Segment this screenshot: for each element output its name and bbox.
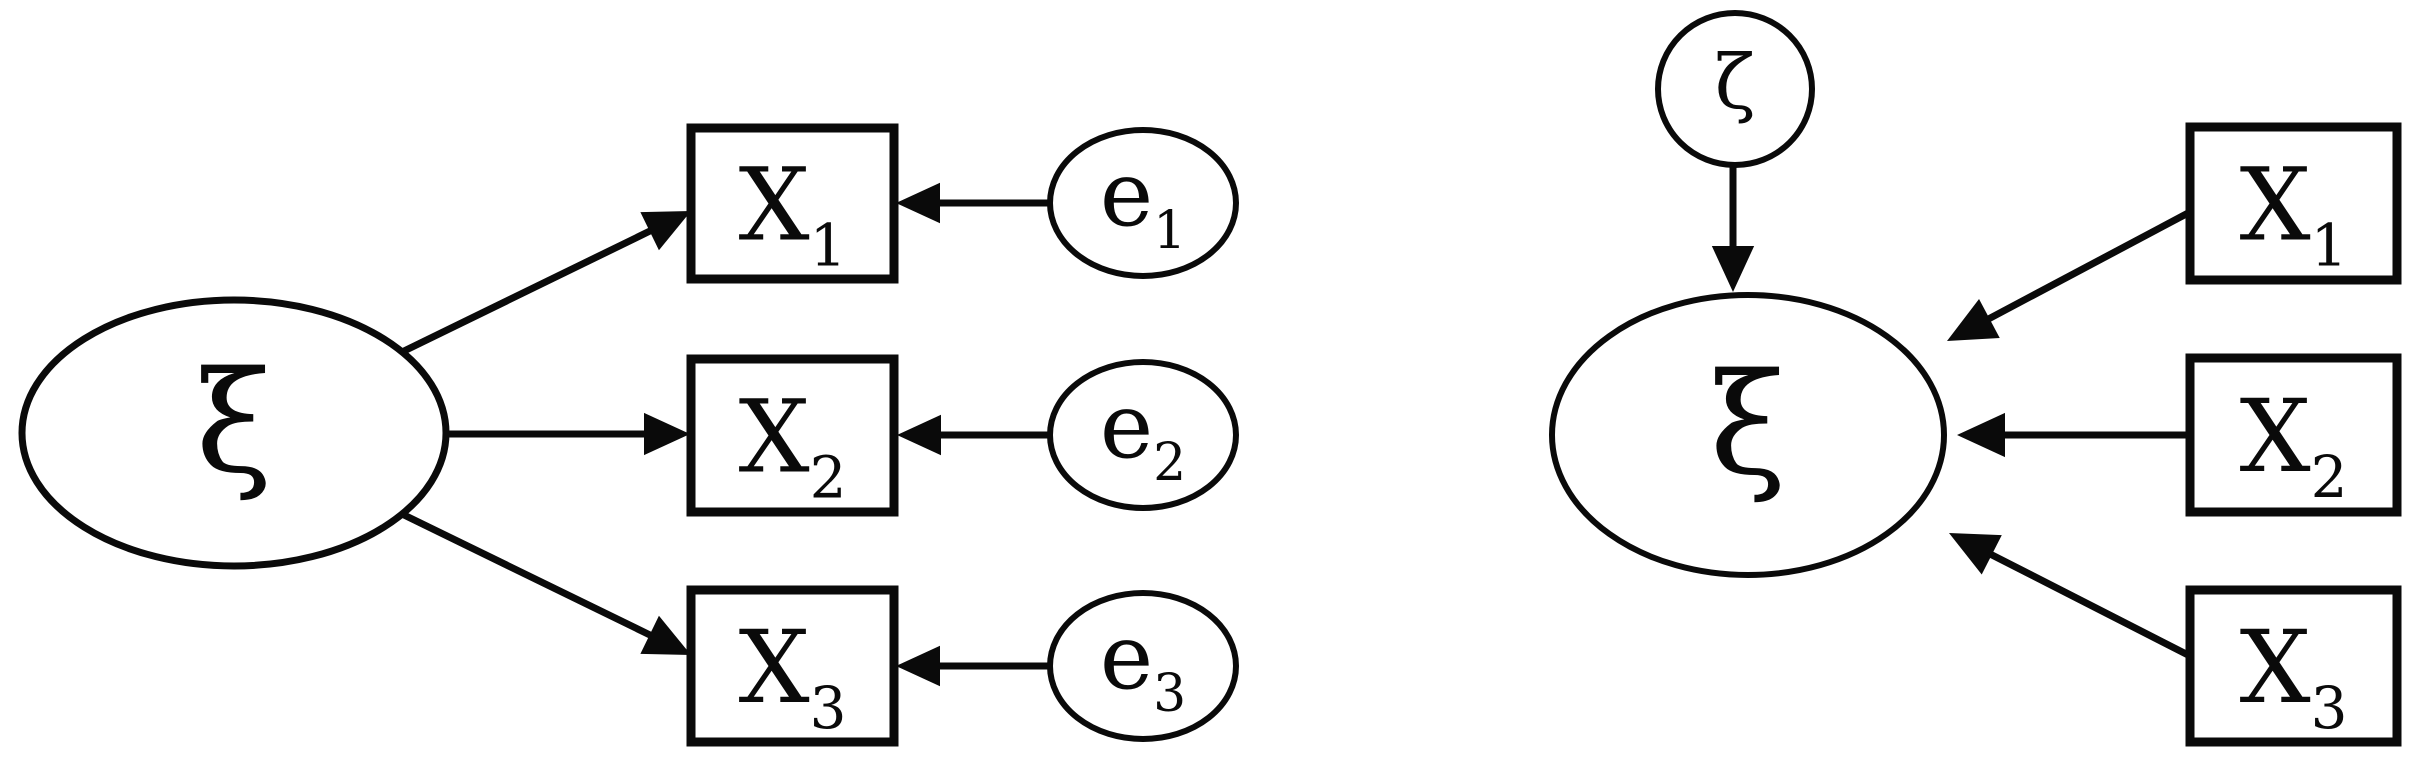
label-main-glyph: e — [1100, 605, 1153, 710]
indicator-x2-right-box — [2185, 353, 2402, 517]
label-main-glyph: e — [1100, 142, 1153, 247]
label-subscript: 3 — [1153, 664, 1186, 724]
label-subscript: 2 — [1153, 433, 1186, 493]
indicator-x1-left-label: X1 — [738, 147, 846, 280]
label-main-glyph: X — [738, 147, 809, 264]
arrow-x1-to-xi-head — [1947, 298, 2000, 341]
label-subscript: 1 — [810, 212, 847, 280]
label-main-glyph: ζ — [1715, 38, 1756, 126]
indicator-x2-right-label: X2 — [2239, 378, 2347, 511]
label-main-glyph: ξ — [195, 342, 272, 505]
indicator-x2-left-box — [686, 354, 899, 517]
indicator-x3-right-box — [2185, 585, 2402, 747]
arrow-x3-to-xi-head — [1949, 533, 2002, 575]
indicator-x1-right-box — [2185, 122, 2402, 285]
indicator-x2-left-label: X2 — [738, 379, 846, 512]
arrow-xi-to-x1-shaft — [400, 225, 657, 356]
arrow-zeta-to-xi-head — [1711, 246, 1755, 292]
label-subscript: 2 — [810, 444, 847, 512]
error-e2-label: e2 — [1100, 374, 1186, 493]
indicator-x1-left-box — [686, 123, 899, 284]
indicator-x1-right-label: X1 — [2239, 147, 2347, 280]
label-main-glyph: X — [738, 379, 809, 496]
arrow-e3-to-x3-head — [896, 645, 940, 687]
label-main-glyph: X — [2239, 609, 2310, 726]
label-subscript: 2 — [2311, 443, 2348, 511]
label-subscript: 3 — [810, 674, 847, 742]
label-main-glyph: X — [2239, 378, 2310, 495]
disturbance-zeta-label: ζ — [1715, 38, 1756, 126]
arrow-x1-to-xi-shaft — [1982, 208, 2192, 325]
arrow-xi-to-x1-head — [640, 211, 691, 251]
latent-xi-right-ellipse — [1549, 292, 1947, 578]
disturbance-zeta-circle — [1655, 10, 1815, 168]
arrow-x3-to-xi-shaft — [1984, 548, 2194, 661]
label-main-glyph: ξ — [1709, 344, 1786, 507]
label-subscript: 1 — [1153, 201, 1186, 261]
label-subscript: 3 — [2311, 674, 2348, 742]
label-main-glyph: X — [738, 609, 809, 726]
arrow-xi-to-x3-head — [640, 615, 691, 655]
latent-xi-left-label: ξ — [195, 342, 272, 505]
arrow-xi-to-x2-head — [644, 412, 690, 456]
latent-xi-right-label: ξ — [1709, 344, 1786, 507]
label-subscript: 1 — [2311, 212, 2348, 280]
indicator-x3-left-label: X3 — [738, 609, 846, 742]
arrow-e2-to-x2-head — [897, 414, 941, 456]
arrow-xi-to-x3-shaft — [400, 510, 657, 641]
indicator-x3-left-box — [686, 585, 899, 747]
label-main-glyph: e — [1100, 374, 1153, 479]
error-e3-label: e3 — [1100, 605, 1186, 724]
label-main-glyph: X — [2239, 147, 2310, 264]
arrow-x2-to-xi-head — [1957, 412, 2005, 458]
indicator-x3-right-label: X3 — [2239, 609, 2347, 742]
error-e1-label: e1 — [1100, 142, 1186, 261]
arrow-e1-to-x1-head — [896, 182, 940, 224]
